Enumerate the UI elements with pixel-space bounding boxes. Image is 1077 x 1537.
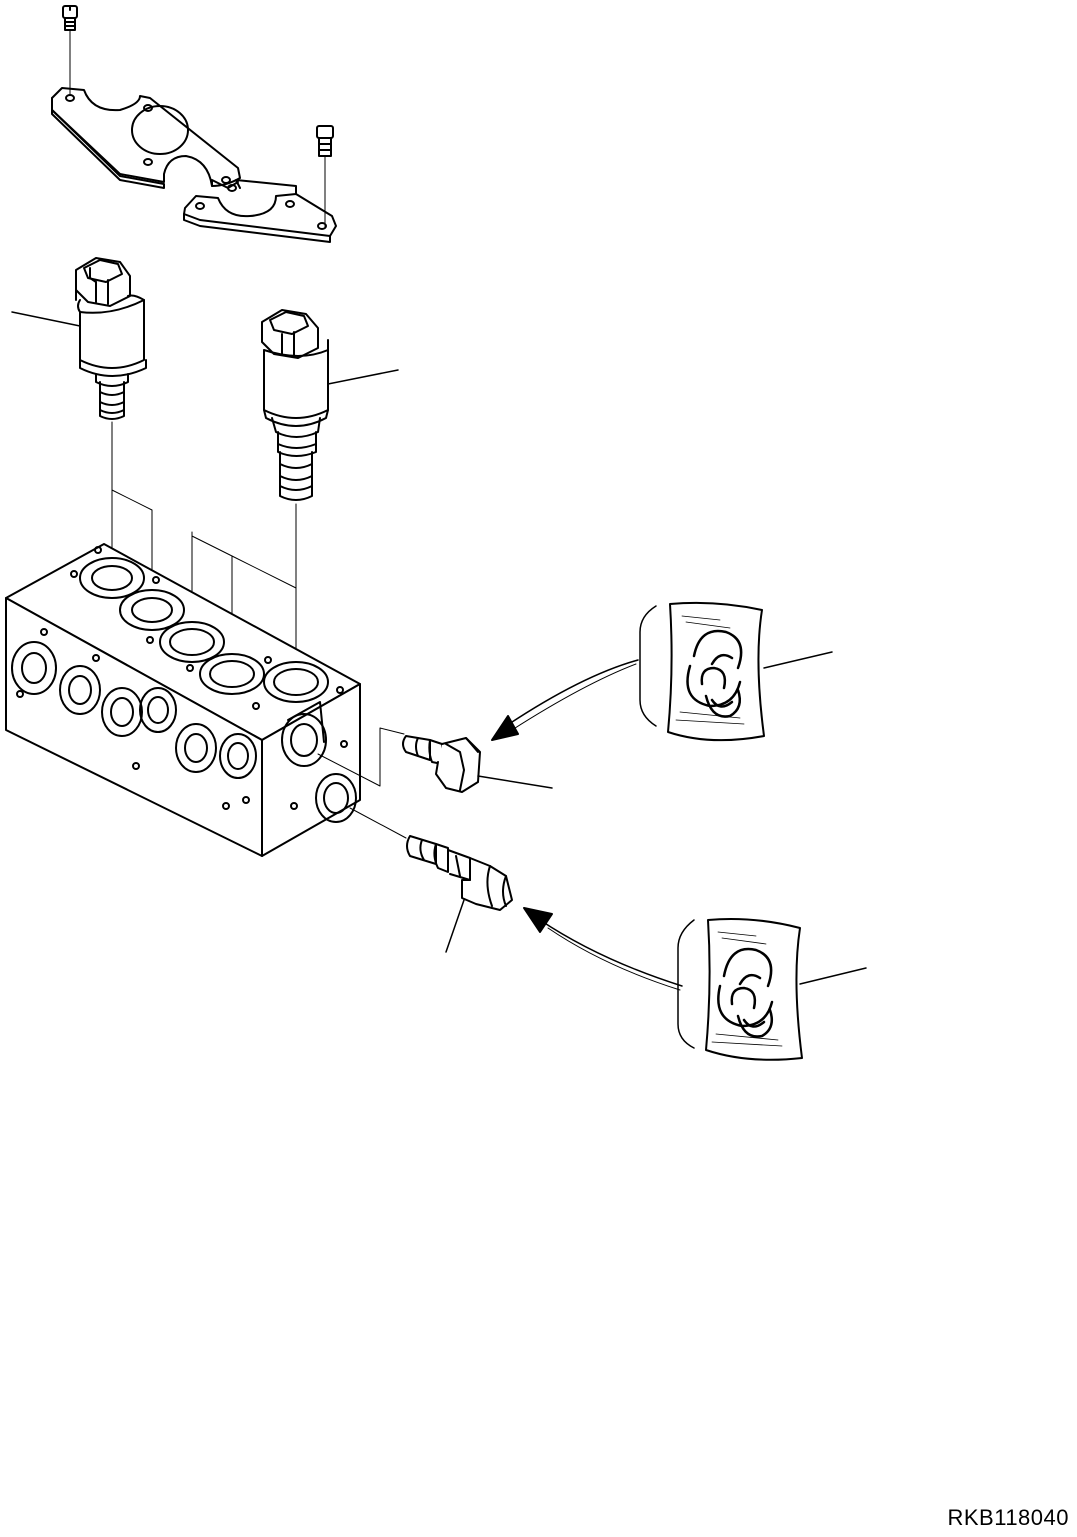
solenoid-valve-left bbox=[11, 257, 147, 420]
bolt-right bbox=[316, 125, 334, 229]
solenoid-valve-right bbox=[261, 309, 399, 501]
sealant-tube-upper-icon bbox=[686, 629, 743, 718]
sealant-package-upper bbox=[639, 601, 833, 742]
sealant-tube-lower-icon bbox=[717, 947, 774, 1038]
arrow-upper bbox=[491, 659, 639, 741]
valve-block bbox=[5, 543, 361, 857]
plug-lower bbox=[349, 807, 513, 953]
arrow-lower bbox=[523, 907, 683, 991]
plug-upper bbox=[317, 727, 553, 793]
drawing-reference-code: RKB118040 bbox=[947, 1505, 1069, 1530]
bolt-top bbox=[62, 5, 78, 96]
retaining-plate-left bbox=[51, 87, 241, 189]
sealant-package-lower bbox=[677, 918, 867, 1061]
retaining-plate-right bbox=[183, 179, 337, 243]
